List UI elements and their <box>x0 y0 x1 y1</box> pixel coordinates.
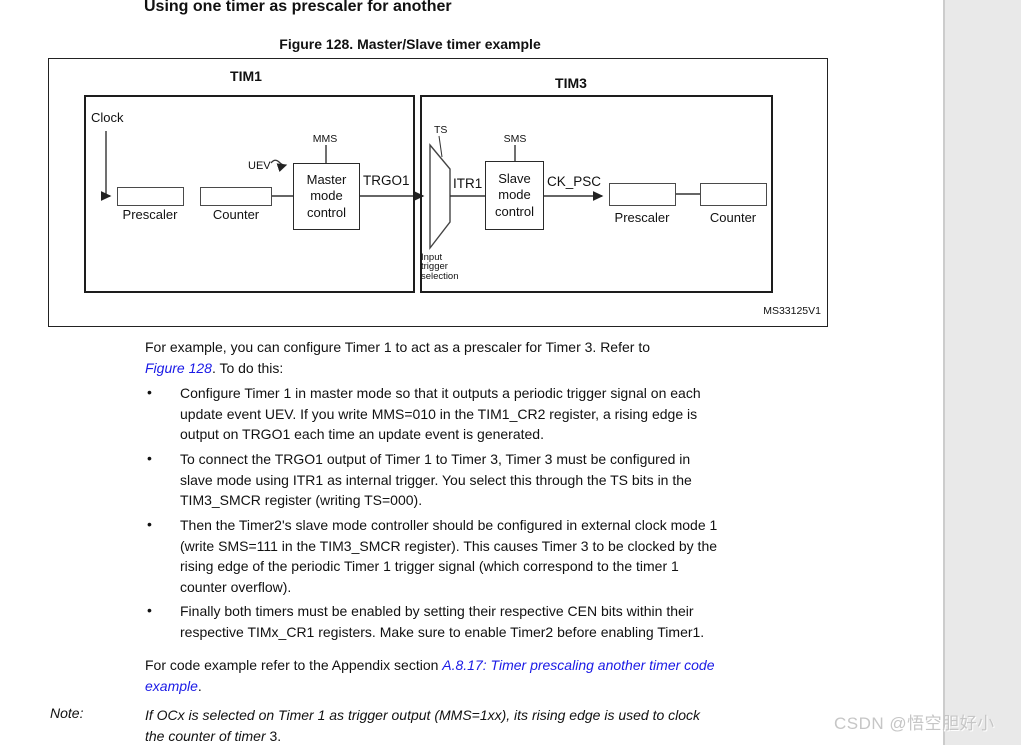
note-text: If OCx is selected on Timer 1 as trigger… <box>145 705 855 746</box>
appendix-text-before: For code example refer to the Appendix s… <box>145 657 443 673</box>
clock-arrow <box>100 131 112 201</box>
bullet-text: Configure Timer 1 in master mode so that… <box>180 385 701 442</box>
tim3-prescaler-label: Prescaler <box>614 210 670 225</box>
bullet-item: • Configure Timer 1 in master mode so th… <box>145 383 855 445</box>
tim1-prescaler-label: Prescaler <box>122 207 178 222</box>
mms-label: MMS <box>312 133 338 145</box>
bullet-text: Then the Timer2's slave mode controller … <box>180 517 718 595</box>
sms-label: SMS <box>503 133 527 145</box>
ck-psc-label: CK_PSC <box>547 174 602 189</box>
tim1-counter-label: Counter <box>212 207 260 222</box>
bullet-item: • Finally both timers must be enabled by… <box>145 601 855 642</box>
bullet-text: To connect the TRGO1 output of Timer 1 t… <box>180 451 692 508</box>
input-trigger-mux-shape <box>429 143 451 251</box>
intro-text-before: For example, you can configure Timer 1 t… <box>145 339 650 355</box>
appendix-text-after: . <box>197 677 202 694</box>
note-text-italic: If OCx is selected on Timer 1 as trigger… <box>145 707 701 744</box>
itr1-label: ITR1 <box>453 176 483 191</box>
ts-label: TS <box>434 124 448 136</box>
intro-text-after: . To do this: <box>211 359 284 376</box>
appendix-link[interactable]: A.8.17: Timer prescaling another timer c… <box>145 657 715 694</box>
intro-paragraph: For example, you can configure Timer 1 t… <box>145 337 845 378</box>
tim3-prescaler-box <box>609 183 676 206</box>
ts-line <box>438 135 443 158</box>
bullet-item: • Then the Timer2's slave mode controlle… <box>145 515 855 597</box>
tim1-counter-box <box>200 187 272 206</box>
figure-reference-code: MS33125V1 <box>763 305 821 317</box>
csdn-watermark: CSDN @悟空胆好小 <box>834 714 995 733</box>
bullet-marker: • <box>147 384 152 400</box>
input-trigger-selection-label: Input trigger selection <box>421 252 459 282</box>
section-heading: Using one timer as prescaler for another <box>144 0 452 15</box>
figure-caption: Figure 128. Master/Slave timer example <box>279 36 541 52</box>
page-edge-strip <box>943 0 1021 745</box>
note-text-upright: 3. <box>269 727 282 744</box>
tim3-block <box>420 95 773 293</box>
tim3-counter-label: Counter <box>709 210 757 225</box>
bullet-text: Finally both timers must be enabled by s… <box>180 603 705 640</box>
master-mode-control-box: Master mode control <box>293 163 360 230</box>
uev-label: UEV <box>248 160 271 172</box>
uev-arrow <box>270 159 288 172</box>
note-label: Note: <box>50 705 84 721</box>
clock-label: Clock <box>91 110 124 125</box>
tim3-title: TIM3 <box>555 75 587 91</box>
figure-128-link[interactable]: Figure 128 <box>145 359 212 376</box>
tim3-counter-box <box>700 183 767 206</box>
appendix-paragraph: For code example refer to the Appendix s… <box>145 655 845 696</box>
bullet-marker: • <box>147 516 152 532</box>
bullet-item: • To connect the TRGO1 output of Timer 1… <box>145 449 855 511</box>
tim1-prescaler-box <box>117 187 184 206</box>
slave-mode-control-box: Slave mode control <box>485 161 544 230</box>
bullet-marker: • <box>147 602 152 618</box>
tim1-block <box>84 95 415 293</box>
figure-128-diagram: TIM1 Clock Prescaler Counter MMS UEV Mas… <box>48 58 828 327</box>
tim1-title: TIM1 <box>230 68 262 84</box>
bullet-marker: • <box>147 450 152 466</box>
trgo1-label: TRGO1 <box>363 173 410 188</box>
diagram-connections <box>100 131 700 251</box>
